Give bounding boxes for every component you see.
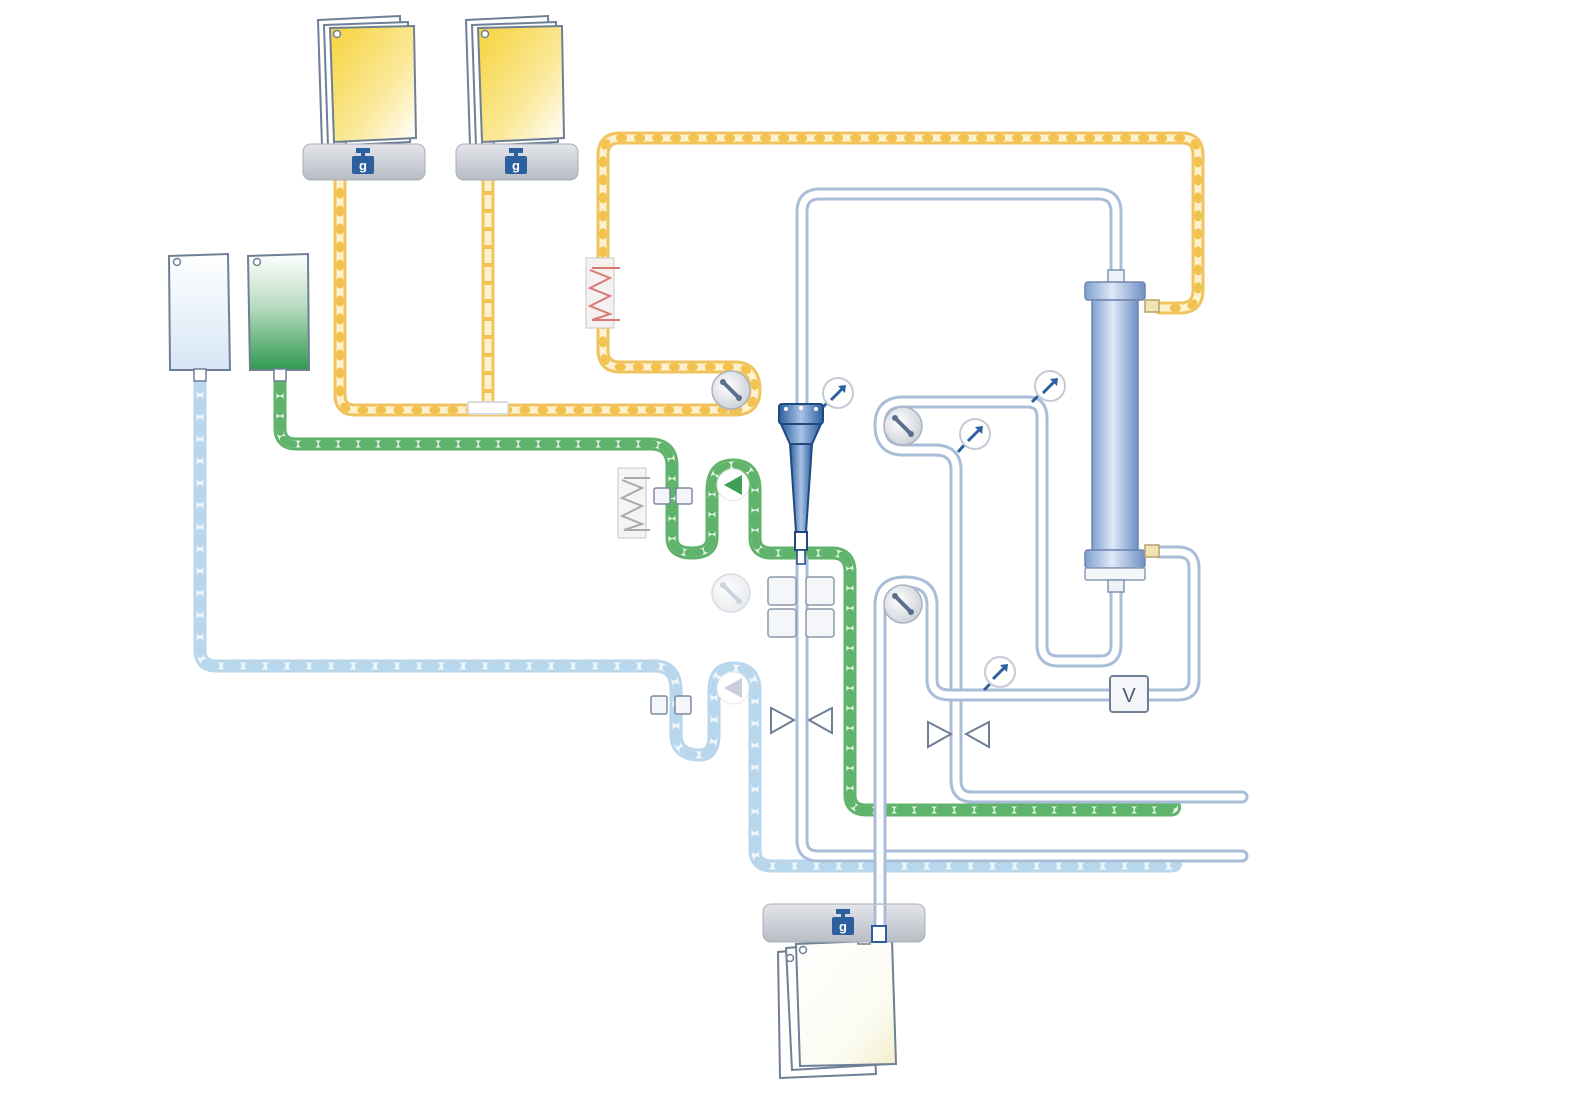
pressure-gauge-icon — [956, 418, 991, 453]
safety-clamp-venous — [770, 706, 833, 735]
pressure-gauge-icon — [1030, 370, 1066, 404]
tube-clamp-icon — [650, 695, 692, 715]
scale-unit-label: g — [512, 158, 520, 173]
pump-rotor-icon — [711, 370, 751, 410]
pump-rotor-icon — [883, 406, 923, 446]
anticoagulant-bag — [167, 252, 232, 382]
scale-weight-icon: g — [352, 148, 374, 174]
pump-rotor-icon — [883, 584, 923, 624]
anticoagulant-line — [193, 371, 1182, 873]
blood-return-line — [795, 187, 1249, 863]
drip-chamber-icon — [778, 403, 824, 565]
pump-rotor-icon-inactive — [711, 573, 751, 613]
effluent-bag — [776, 925, 898, 1080]
substitution-bag-2 — [464, 14, 566, 155]
substitution-bag-1 — [316, 14, 418, 155]
scale-unit-label: g — [359, 158, 367, 173]
hemofilter-icon — [1084, 269, 1160, 593]
calcium-line — [273, 373, 1182, 817]
warmer-coil-icon — [617, 467, 650, 539]
safety-clamp-arterial — [927, 720, 990, 749]
scale-2: g — [455, 143, 579, 181]
anticoagulant-pump-icon — [716, 671, 750, 705]
scale-weight-icon: g — [832, 909, 854, 935]
tube-clamp-icon — [653, 487, 693, 505]
substitution-line-1 — [333, 148, 742, 417]
effluent-line — [873, 545, 1201, 937]
calcium-pump-icon — [716, 468, 750, 502]
valve-icon: V — [1109, 675, 1149, 713]
heater-coil-icon — [585, 257, 620, 329]
scale-1: g — [302, 143, 426, 181]
pressure-gauge-icon — [982, 656, 1016, 692]
t-connector — [467, 401, 509, 415]
calcium-bag — [246, 252, 311, 382]
scale-weight-icon: g — [505, 148, 527, 174]
blood-access-line — [873, 395, 1249, 804]
scale-3: g — [762, 903, 926, 943]
pinch-valve-block — [767, 576, 835, 638]
valve-label: V — [1122, 685, 1136, 707]
substitution-return-line — [596, 131, 1205, 417]
scale-unit-label: g — [839, 919, 847, 934]
